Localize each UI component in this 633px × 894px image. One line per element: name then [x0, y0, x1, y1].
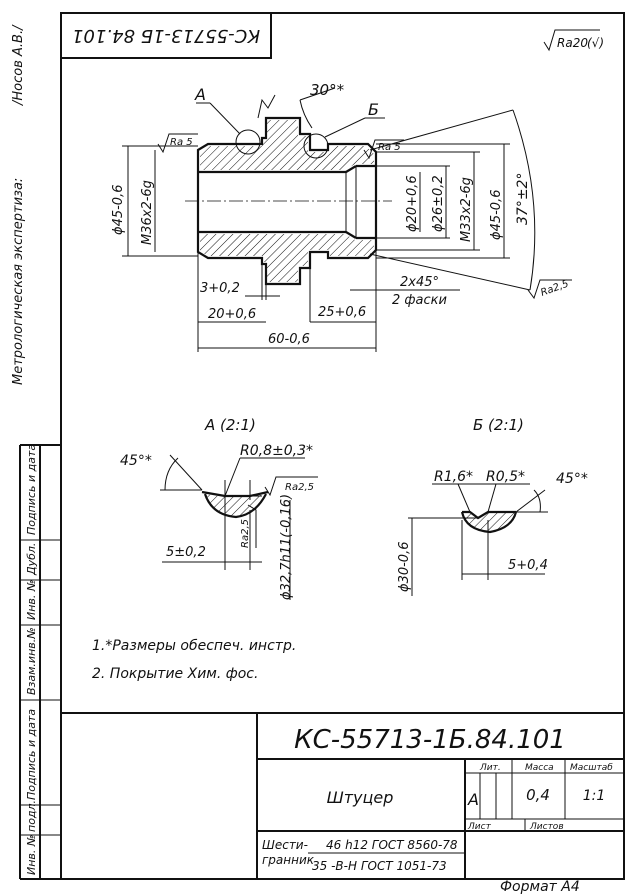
- svg-text:ϕ45-0,6: ϕ45-0,6: [111, 185, 126, 235]
- svg-text:20+0,6: 20+0,6: [208, 307, 256, 322]
- top-code: КС-55713-1Б 84.101: [72, 25, 260, 46]
- svg-text:M33x2-6g: M33x2-6g: [459, 177, 474, 242]
- svg-text:45°*: 45°*: [556, 471, 588, 487]
- title-block: КС-55713-1Б.84.101 Штуцер Лит. Масса Мас…: [61, 712, 624, 879]
- svg-text:(√): (√): [587, 36, 604, 50]
- svg-text:Лит.: Лит.: [479, 763, 501, 773]
- svg-text:Инв. №: Инв. №: [25, 580, 38, 620]
- svg-text:Ra20: Ra20: [557, 36, 588, 50]
- inspection-label: Метрологическая экспертиза:: [11, 178, 26, 385]
- svg-text:2 фаски: 2 фаски: [392, 293, 447, 308]
- svg-text:гранник: гранник: [262, 853, 315, 867]
- svg-text:Дубл.: Дубл.: [25, 543, 38, 576]
- svg-text:45°*: 45°*: [120, 453, 152, 469]
- note-1: 1.*Размеры обеспеч. инстр.: [92, 638, 296, 654]
- svg-text:5+0,4: 5+0,4: [508, 558, 548, 573]
- svg-text:Масштаб: Масштаб: [570, 763, 613, 773]
- svg-text:M36x2-6g: M36x2-6g: [140, 180, 155, 245]
- detail-a-title: А (2:1): [204, 416, 256, 434]
- svg-text:30°*: 30°*: [310, 81, 345, 99]
- svg-text:25+0,6: 25+0,6: [318, 305, 366, 320]
- label-a: А: [194, 85, 206, 104]
- svg-text:ϕ20+0,6: ϕ20+0,6: [405, 175, 420, 232]
- left-margin: Метрологическая экспертиза: /Носов А.В./…: [11, 24, 61, 880]
- svg-text:Листов: Листов: [529, 822, 564, 832]
- format-label: Формат А4: [500, 879, 580, 894]
- detail-a: А (2:1) 45°* R0,8±0,3* Ra2,5 Ra2,5 5±0,2…: [120, 416, 318, 600]
- svg-text:R1,6*: R1,6*: [434, 469, 473, 485]
- material-line-1: 46 h12 ГОСТ 8560-78: [326, 838, 458, 852]
- svg-text:Лист: Лист: [467, 822, 492, 832]
- scale-value: 1:1: [583, 788, 606, 804]
- mass-value: 0,4: [526, 786, 550, 804]
- lit-value: А: [467, 790, 479, 809]
- svg-text:ϕ30-0,6: ϕ30-0,6: [397, 542, 412, 592]
- svg-text:Взам.инв.№: Взам.инв.№: [25, 627, 38, 695]
- svg-text:5±0,2: 5±0,2: [166, 545, 206, 560]
- svg-text:Инв. №: Инв. №: [25, 835, 38, 875]
- drawing-number: КС-55713-1Б.84.101: [294, 725, 566, 755]
- svg-text:подл.: подл.: [25, 800, 38, 832]
- svg-text:Ra 5: Ra 5: [170, 137, 193, 148]
- general-roughness: Ra20 (√): [543, 29, 604, 52]
- signer: /Носов А.В./: [11, 24, 26, 106]
- svg-text:Масса: Масса: [525, 763, 554, 773]
- svg-text:Подпись и дата: Подпись и дата: [25, 444, 38, 535]
- svg-text:R0,8±0,3*: R0,8±0,3*: [240, 443, 313, 459]
- svg-text:ϕ32,7h11(-0,16): ϕ32,7h11(-0,16): [279, 494, 294, 600]
- svg-text:Ra 5: Ra 5: [378, 142, 401, 153]
- material-line-2: 35 -В-Н ГОСТ 1051-73: [312, 859, 447, 873]
- svg-text:Подпись и дата: Подпись и дата: [25, 709, 38, 800]
- detail-b: Б (2:1) 45°* R1,6* R0,5* ϕ30-0,6 5+0,4: [397, 416, 588, 596]
- svg-text:37°±2°: 37°±2°: [515, 173, 531, 225]
- svg-text:Ra2,5: Ra2,5: [285, 482, 314, 493]
- part-name: Штуцер: [327, 788, 394, 807]
- svg-text:60-0,6: 60-0,6: [268, 332, 310, 347]
- svg-text:R0,5*: R0,5*: [486, 469, 525, 485]
- top-code-box: [60, 12, 272, 59]
- svg-text:2x45°: 2x45°: [400, 275, 439, 290]
- svg-text:ϕ45-0,6: ϕ45-0,6: [489, 190, 504, 240]
- svg-text:Шести-: Шести-: [262, 838, 308, 852]
- svg-text:ϕ26±0,2: ϕ26±0,2: [431, 175, 446, 232]
- svg-text:Ra2,5: Ra2,5: [539, 279, 570, 299]
- label-b: Б: [368, 100, 379, 119]
- note-2: 2. Покрытие Хим. фос.: [92, 666, 258, 682]
- main-view: А Б 30°* 37°±2° Ra 5 Ra 5 Ra2,5 ϕ45-0,6 …: [111, 81, 572, 352]
- svg-text:3+0,2: 3+0,2: [200, 281, 240, 296]
- detail-b-title: Б (2:1): [473, 416, 524, 434]
- svg-text:Ra2,5: Ra2,5: [240, 519, 251, 548]
- notes: 1.*Размеры обеспеч. инстр. 2. Покрытие Х…: [92, 638, 296, 682]
